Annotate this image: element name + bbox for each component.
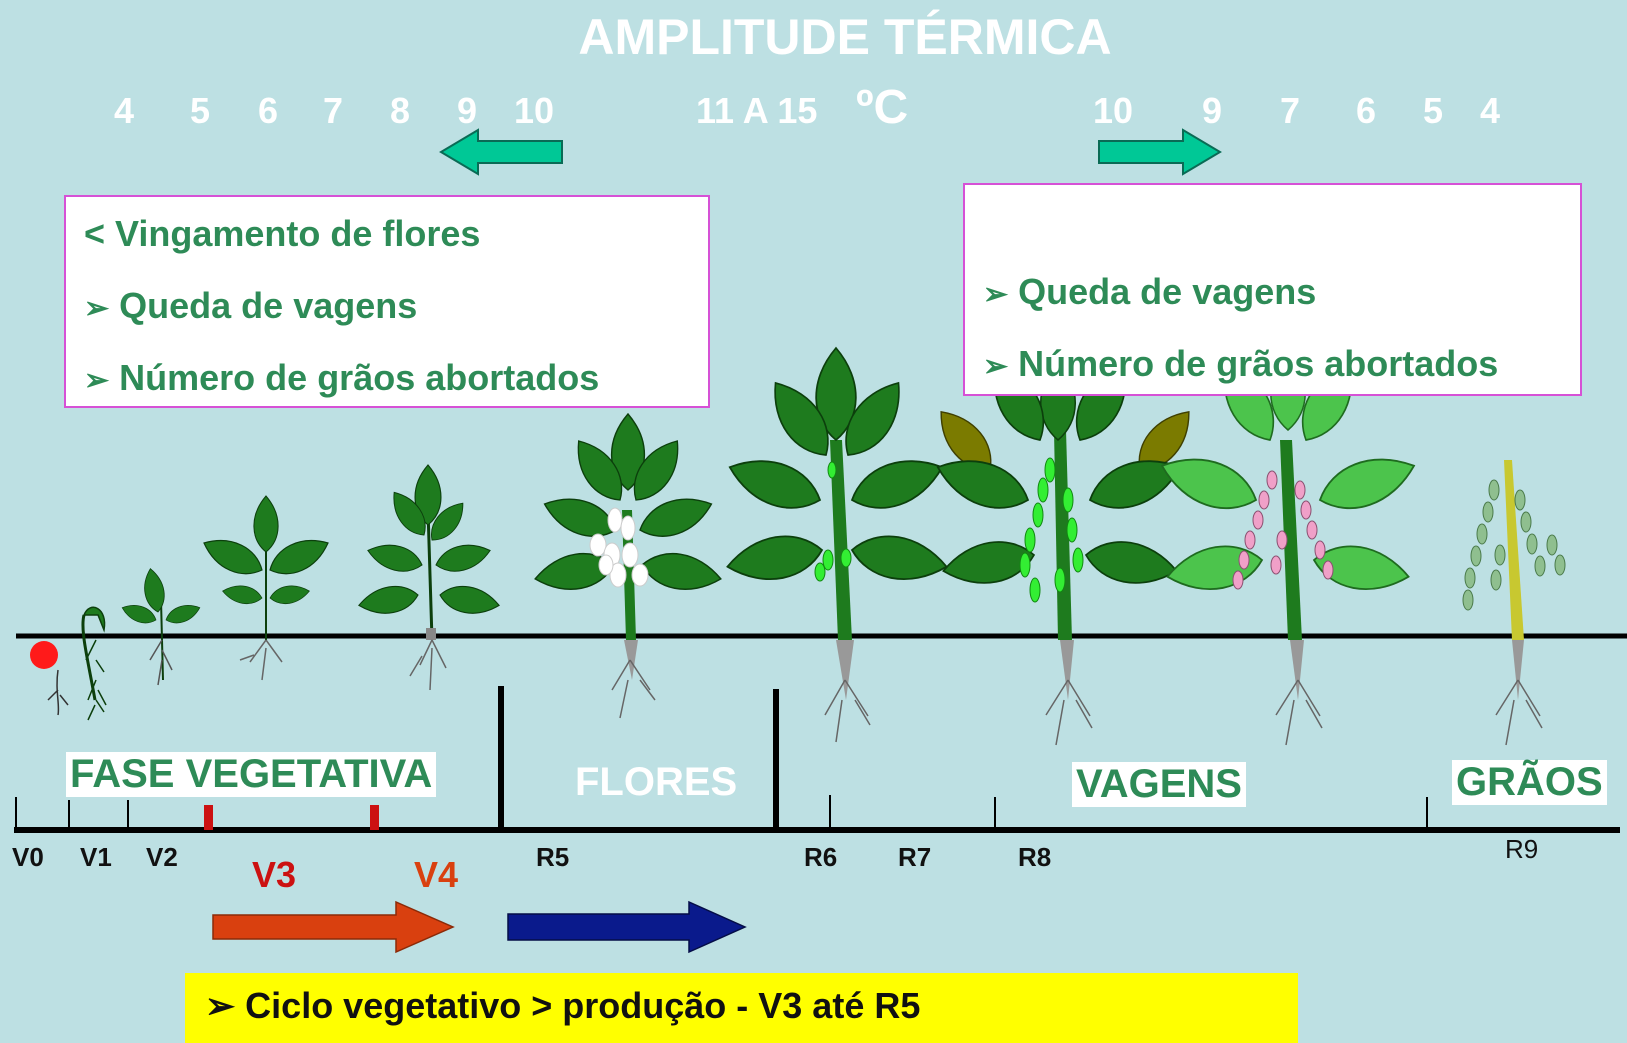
- stage-r7: R7: [898, 842, 932, 872]
- cycle-note-text: ➢ Ciclo vegetativo > produção - V3 até R…: [205, 985, 921, 1026]
- timeline-ticks: [15, 795, 1428, 830]
- v3-marker: [204, 805, 213, 830]
- plant-r1-flowering-icon: [531, 413, 725, 719]
- seedling-v1-icon: [81, 606, 107, 721]
- temp-tick: 9: [457, 90, 478, 131]
- seed-icon: [30, 641, 69, 716]
- temp-tick: 6: [258, 90, 279, 131]
- stage-v0: V0: [12, 842, 44, 872]
- plant-r7-maturing-icon: [1153, 349, 1423, 746]
- bullet-icon: ➢: [84, 292, 110, 325]
- vegetative-arrow-icon: [212, 900, 455, 954]
- plant-r3-pods-icon: [721, 347, 952, 743]
- temp-tick: 5: [1423, 90, 1444, 131]
- temp-tick: 4: [1480, 90, 1501, 131]
- white-flowers-icon: [589, 507, 649, 588]
- plant-v3-icon: [197, 495, 335, 681]
- effect-pod-drop: ➢ Queda de vagens: [84, 285, 418, 326]
- high-temp-effects-box: ➢ Queda de vagens ➢ Número de grãos abor…: [963, 183, 1582, 396]
- effect-aborted-grains: ➢ Número de grãos abortados: [983, 343, 1499, 384]
- stage-r8: R8: [1018, 842, 1052, 872]
- bullet-icon: ➢: [84, 364, 110, 397]
- v4-marker: [370, 805, 379, 830]
- effect-flower-set: < Vingamento de flores: [84, 213, 481, 254]
- page-title: AMPLITUDE TÉRMICA: [578, 9, 1112, 65]
- left-arrow-icon: [439, 128, 563, 176]
- effect-pod-drop: ➢ Queda de vagens: [983, 271, 1317, 312]
- temp-tick: 9: [1202, 90, 1223, 131]
- temp-tick: 7: [323, 90, 344, 131]
- temp-tick: 6: [1356, 90, 1377, 131]
- phase-grains: GRÃOS: [1452, 760, 1607, 805]
- cycle-note-banner: ➢ Ciclo vegetativo > produção - V3 até R…: [185, 973, 1298, 1043]
- plant-r9-mature-icon: [1462, 460, 1566, 746]
- bullet-icon: ➢: [983, 278, 1009, 311]
- stage-r5: R5: [536, 842, 570, 872]
- stage-v2: V2: [146, 842, 178, 872]
- temp-tick: 10: [514, 90, 555, 131]
- phase-flowering: FLORES: [575, 760, 738, 804]
- plant-v4-icon: [356, 464, 502, 691]
- temp-tick: 10: [1093, 90, 1134, 131]
- right-arrow-icon: [1098, 128, 1222, 176]
- flowering-arrow-icon: [507, 900, 747, 954]
- effect-aborted-grains: ➢ Número de grãos abortados: [84, 357, 600, 398]
- stage-v1: V1: [80, 842, 112, 872]
- stage-r9: R9: [1505, 834, 1539, 864]
- phase-pods: VAGENS: [1072, 762, 1246, 807]
- temp-tick: 5: [190, 90, 211, 131]
- bullet-icon: ➢: [983, 350, 1009, 383]
- low-temp-effects-box: < Vingamento de flores ➢ Queda de vagens…: [64, 195, 710, 408]
- temp-tick: 7: [1280, 90, 1301, 131]
- phase-vegetative: FASE VEGETATIVA: [66, 752, 437, 797]
- temp-unit: ºC: [856, 81, 909, 134]
- temp-tick: 4: [114, 90, 135, 131]
- stage-v4: V4: [414, 854, 459, 895]
- plant-r5-pods-icon: [927, 353, 1203, 746]
- stage-r6: R6: [804, 842, 838, 872]
- temp-tick: 8: [390, 90, 411, 131]
- temp-optimal-range: 11 A 15: [696, 90, 818, 131]
- plant-v2-icon: [119, 566, 203, 686]
- stage-v3: V3: [252, 854, 297, 895]
